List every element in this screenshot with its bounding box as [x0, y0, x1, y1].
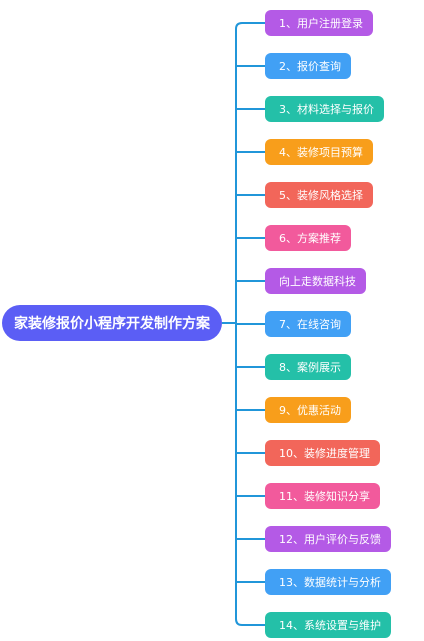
branch-node[interactable]: 2、报价查询 [265, 53, 351, 79]
branch-node[interactable]: 4、装修项目预算 [265, 139, 373, 165]
branch-node[interactable]: 14、系统设置与维护 [265, 612, 391, 638]
branch-node[interactable]: 1、用户注册登录 [265, 10, 373, 36]
branch-node[interactable]: 9、优惠活动 [265, 397, 351, 423]
branch-node[interactable]: 5、装修风格选择 [265, 182, 373, 208]
branch-node[interactable]: 11、装修知识分享 [265, 483, 380, 509]
branch-connector [235, 22, 265, 30]
branch-node[interactable]: 10、装修进度管理 [265, 440, 380, 466]
branch-node[interactable]: 3、材料选择与报价 [265, 96, 384, 122]
branch-node[interactable]: 向上走数据科技 [265, 268, 366, 294]
branch-node[interactable]: 7、在线咨询 [265, 311, 351, 337]
branch-node[interactable]: 8、案例展示 [265, 354, 351, 380]
branch-node[interactable]: 6、方案推荐 [265, 225, 351, 251]
branch-connector [235, 618, 265, 626]
branch-node[interactable]: 13、数据统计与分析 [265, 569, 391, 595]
root-topic[interactable]: 家装修报价小程序开发制作方案 [2, 305, 222, 341]
branch-node[interactable]: 12、用户评价与反馈 [265, 526, 391, 552]
